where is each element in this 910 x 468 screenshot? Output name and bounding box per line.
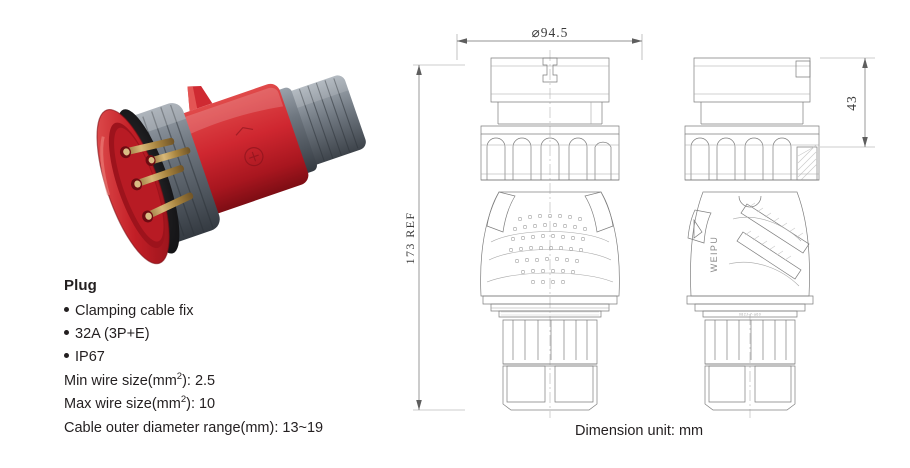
height-ref-label: 173 REF (403, 212, 417, 265)
height-dimension: 173 REF (403, 64, 465, 411)
spec-superscript: 2 (176, 370, 183, 382)
dimension-unit-caption: Dimension unit: mm (575, 423, 704, 439)
diameter-dimension: ⌀94.5 (456, 25, 643, 60)
diameter-label: ⌀94.5 (532, 25, 569, 40)
front-view (480, 50, 620, 418)
side-view: WEIPU 082J-7-a60 (684, 57, 820, 418)
feature-label: IP67 (75, 348, 105, 365)
brand-label: WEIPU (709, 236, 719, 273)
top-height-label: 43 (844, 95, 859, 111)
specification-block: Plug Clamping cable fix 32A (3P+E) IP67 … (64, 277, 394, 440)
bullet-icon (64, 307, 69, 312)
product-photo (58, 55, 388, 270)
feature-item: 32A (3P+E) (64, 323, 394, 346)
spec-value: ): 2.5 (182, 372, 216, 389)
technical-drawing: ⌀94.5 173 REF 43 (395, 14, 905, 454)
spec-superscript: 2 (180, 394, 187, 406)
spec-item: Min wire size(mm2): 2.5 (64, 369, 394, 393)
spec-value: ): 10 (186, 396, 216, 413)
spec-item: Max wire size(mm2): 10 (64, 392, 394, 416)
spec-label: Cable outer diameter range(mm): 13~19 (64, 420, 324, 437)
bullet-icon (64, 329, 69, 335)
feature-item: Clamping cable fix (64, 300, 394, 323)
spec-label: Min wire size(mm (64, 372, 177, 389)
feature-label: Clamping cable fix (75, 303, 194, 319)
spec-item: Cable outer diameter range(mm): 13~19 (64, 416, 394, 440)
part-marking: 082J-7-a60 (739, 313, 761, 317)
product-title: Plug (64, 277, 97, 294)
top-height-dimension: 43 (820, 57, 875, 148)
feature-label: 32A (3P+E) (75, 325, 150, 342)
feature-item: IP67 (64, 346, 394, 369)
bullet-icon (64, 352, 69, 358)
spec-label: Max wire size(mm (64, 396, 181, 413)
